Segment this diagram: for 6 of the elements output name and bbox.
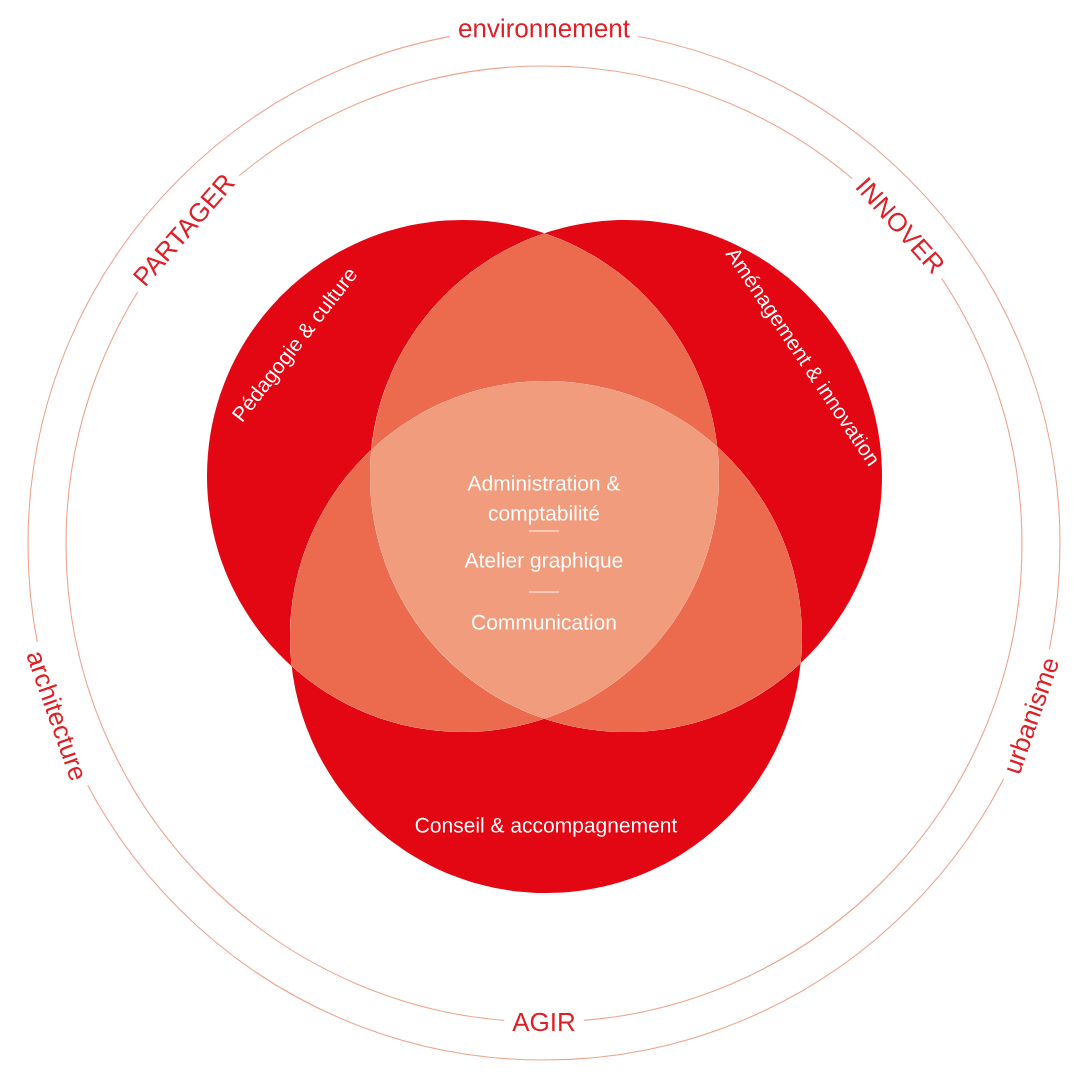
ring-label: environnement bbox=[450, 16, 638, 40]
center-text: Atelier graphique bbox=[464, 552, 623, 572]
circle-label: Conseil & accompagnement bbox=[415, 817, 678, 837]
center-text: Administration & comptabilité bbox=[467, 475, 621, 525]
ring-label: AGIR bbox=[504, 1010, 584, 1034]
center-text: Communication bbox=[472, 614, 616, 630]
